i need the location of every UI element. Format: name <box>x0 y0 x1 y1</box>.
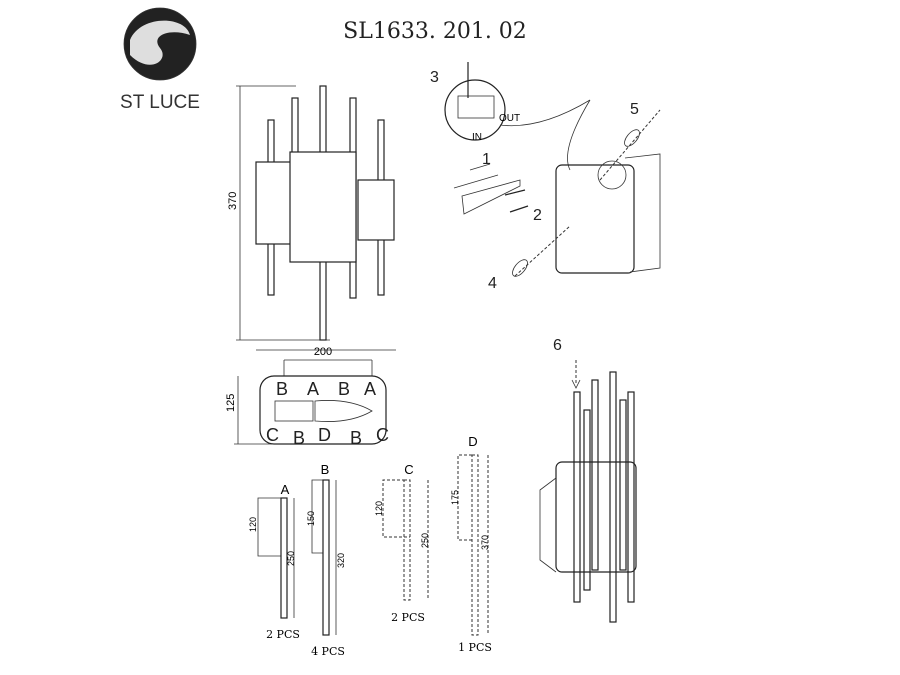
part-label: D <box>468 434 477 449</box>
depth-dimension: 125 <box>225 394 237 412</box>
bottom-letter: B <box>350 428 362 448</box>
step-3-label: 3 <box>430 69 439 86</box>
dim-short: 120 <box>374 501 384 516</box>
top-letter: A <box>364 379 376 399</box>
bottom-letter: B <box>293 428 305 448</box>
height-dimension: 370 <box>227 192 239 210</box>
part-qty: 1 PCS <box>458 641 492 654</box>
dim-long: 250 <box>286 551 296 566</box>
part-c: C 120 250 2 PCS <box>374 462 430 624</box>
step-6-label: 6 <box>553 337 562 354</box>
model-title: SL1633. 201. 02 <box>343 19 527 44</box>
top-letter: A <box>307 379 319 399</box>
dim-long: 250 <box>420 533 430 548</box>
part-b: B 150 320 4 PCS <box>306 462 346 658</box>
bottom-letter: C <box>376 425 389 445</box>
bottom-letter: D <box>318 425 331 445</box>
dim-long: 320 <box>336 553 346 568</box>
dim-short: 175 <box>450 490 460 505</box>
bottom-letter: C <box>266 425 279 445</box>
dim-long: 370 <box>480 535 490 550</box>
step-1-label: 1 <box>482 151 491 168</box>
part-qty: 4 PCS <box>311 645 345 658</box>
part-qty: 2 PCS <box>391 611 425 624</box>
top-view <box>234 359 387 445</box>
part-qty: 2 PCS <box>266 628 300 641</box>
width-dimension: 200 <box>314 346 332 358</box>
front-view <box>236 85 396 351</box>
brand-logo <box>123 7 197 81</box>
part-label: C <box>404 462 413 477</box>
step-2-label: 2 <box>533 207 542 224</box>
brand-name: ST LUCE <box>120 92 200 113</box>
step-5-label: 5 <box>630 101 639 118</box>
part-a: A 120 250 2 PCS <box>248 482 300 641</box>
top-letter: B <box>338 379 350 399</box>
dim-short: 150 <box>306 511 316 526</box>
terminal-in-label: IN <box>472 132 482 143</box>
step-4-label: 4 <box>488 275 497 292</box>
dim-short: 120 <box>248 517 258 532</box>
top-letter: B <box>276 379 288 399</box>
part-d: D 175 370 1 PCS <box>450 434 492 654</box>
part-label: B <box>321 462 330 477</box>
part-label: A <box>281 482 290 497</box>
terminal-out-label: OUT <box>499 113 520 124</box>
installation-steps <box>444 62 661 623</box>
